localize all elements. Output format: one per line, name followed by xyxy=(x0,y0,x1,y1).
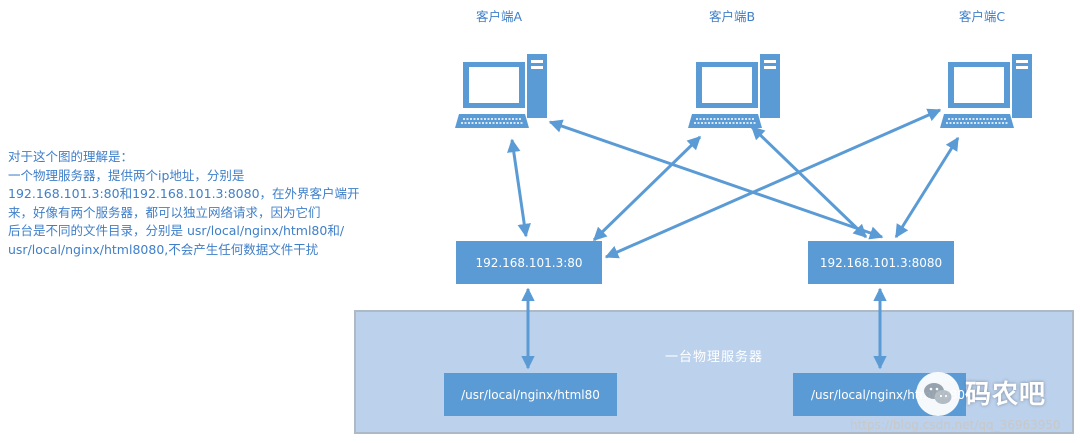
arrow-b-80 xyxy=(592,135,702,242)
server-node-label: 192.168.101.3:80 xyxy=(475,255,583,270)
explanation-line: 对于这个图的理解是： xyxy=(8,149,134,164)
client-a-label: 客户端A xyxy=(475,9,523,24)
client-c-label: 客户端C xyxy=(958,9,1006,24)
watermark-url: https://blog.csdn.net/qq_36963950 xyxy=(850,418,1061,432)
physical-server-label: 一台物理服务器 xyxy=(664,350,763,365)
computer-icon xyxy=(455,54,547,128)
arrow-a-8080 xyxy=(548,119,884,240)
arrow-a-80 xyxy=(507,138,531,238)
directory-html80: /usr/local/nginx/html80 xyxy=(444,373,617,416)
explanation-line: 一个物理服务器，提供两个ip地址，分别是 xyxy=(8,167,245,183)
computer-icon xyxy=(940,54,1032,128)
server-node-80: 192.168.101.3:80 xyxy=(456,241,602,284)
explanation-line: 来，好像有两个服务器，都可以独立网络请求，因为它们 xyxy=(8,204,321,220)
arrow-c-80 xyxy=(604,108,942,259)
explanation-line: usr/local/nginx/html8080,不会产生任何数据文件干扰 xyxy=(8,241,319,257)
arrow-b-8080 xyxy=(750,125,868,239)
arrow-c-8080 xyxy=(894,136,960,239)
explanation-line: 后台是不同的文件目录，分别是 usr/local/nginx/html80和/ xyxy=(8,223,345,238)
wechat-logo-icon xyxy=(916,372,960,416)
explanation-line: 192.168.101.3:80和192.168.101.3:8080，在外界客… xyxy=(8,186,360,201)
server-node-label: 192.168.101.3:8080 xyxy=(819,255,943,270)
client-b-label: 客户端B xyxy=(708,9,756,24)
watermark-brand: 码农吧 xyxy=(965,380,1047,410)
computer-icon xyxy=(688,54,780,128)
explanation-text: 对于这个图的理解是： 一个物理服务器，提供两个ip地址，分别是 192.168.… xyxy=(8,148,388,259)
directory-label: /usr/local/nginx/html80 xyxy=(461,387,600,402)
